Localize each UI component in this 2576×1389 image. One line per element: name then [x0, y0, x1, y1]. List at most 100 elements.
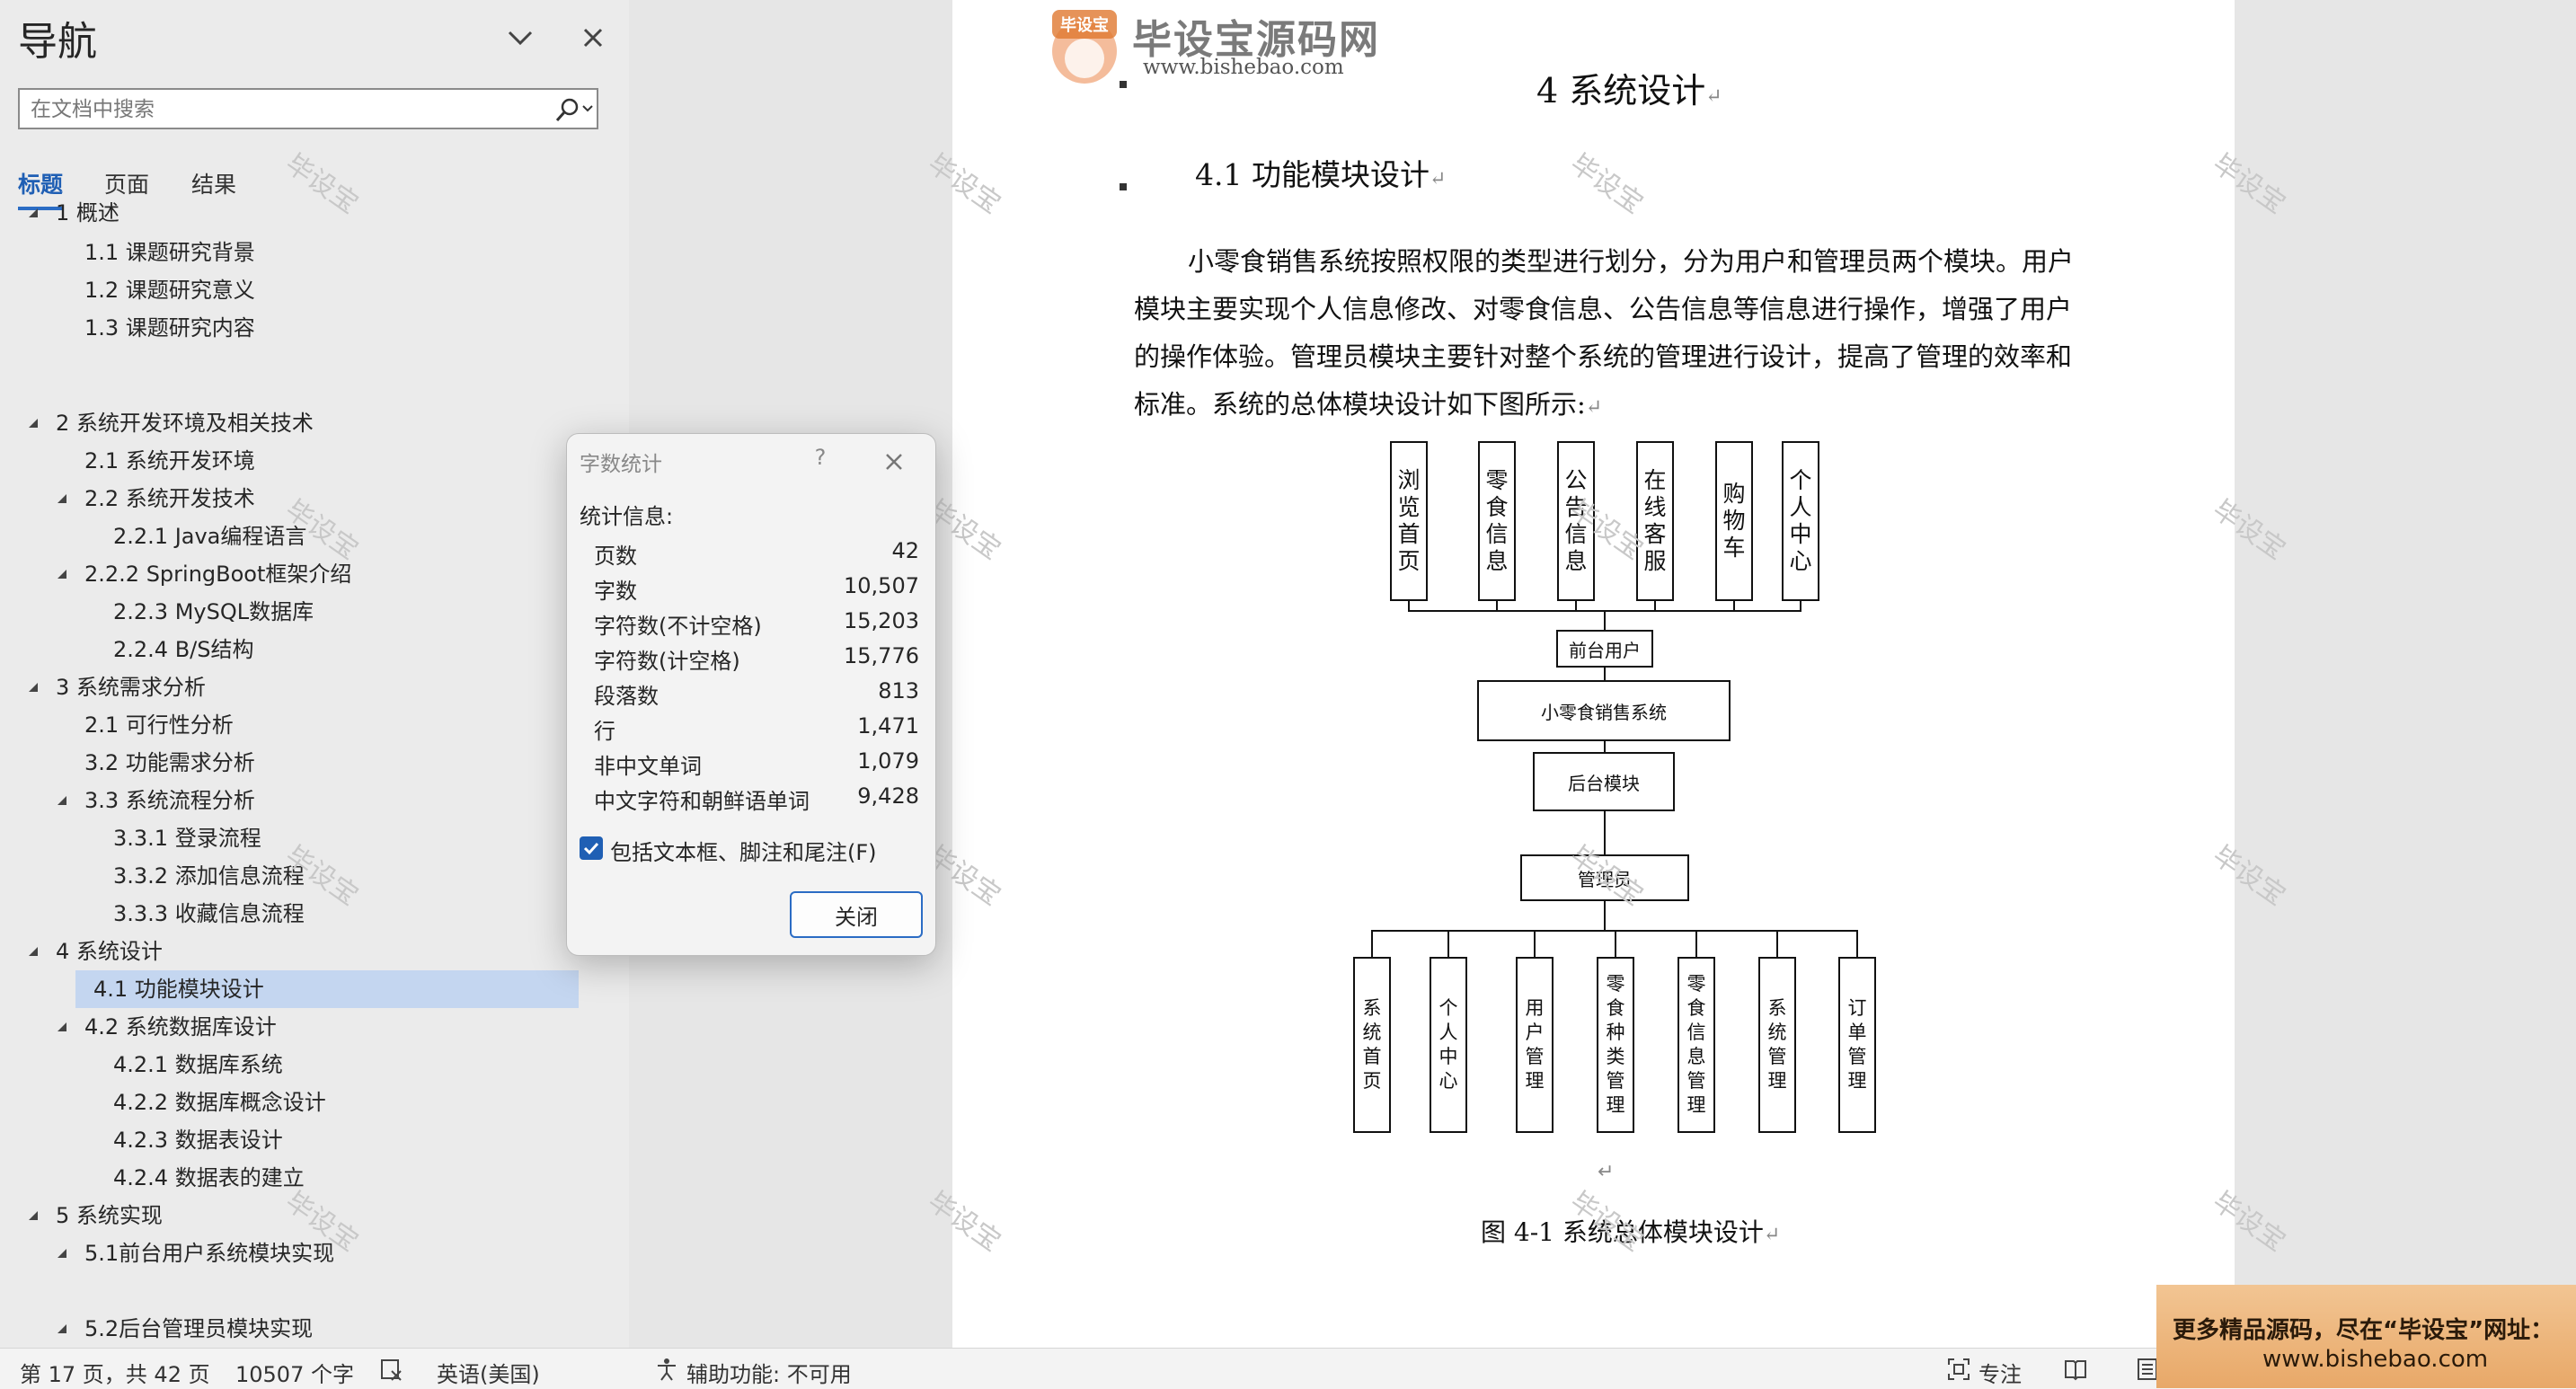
body-line-1: 小零食销售系统按照权限的类型进行划分，分为用户和管理员两个模块。用户	[1188, 246, 2075, 277]
expand-triangle-icon[interactable]	[56, 1021, 68, 1033]
read-mode-icon[interactable]	[2063, 1357, 2088, 1382]
tree-item[interactable]: 2.2.2 SpringBoot框架介绍	[0, 555, 593, 593]
module-label: 系统管理	[1767, 997, 1787, 1092]
connector-line	[1496, 601, 1498, 612]
expand-triangle-icon[interactable]	[27, 1209, 40, 1222]
tree-item-label: 2.1 系统开发环境	[84, 448, 255, 473]
tree-item[interactable]: 4.2.2 数据库概念设计	[0, 1084, 593, 1121]
chapter-title-text: 4 系统设计	[1536, 71, 1706, 111]
tree-item-label: 5.2后台管理员模块实现	[84, 1316, 314, 1341]
tree-item[interactable]: 4.2.4 数据表的建立	[0, 1159, 593, 1197]
tree-item[interactable]: 2.1 系统开发环境	[0, 442, 593, 480]
tree-item[interactable]: 2.2.3 MySQL数据库	[0, 593, 593, 631]
tree-item-label: 3.3.1 登录流程	[113, 826, 261, 851]
ad-banner[interactable]: 更多精品源码，尽在“毕设宝”网址： www.bishebao.com	[2156, 1285, 2576, 1388]
paragraph-mark: ↵	[1763, 1224, 1781, 1246]
search-box[interactable]	[18, 88, 598, 129]
page-count[interactable]: 第 17 页，共 42 页	[20, 1362, 210, 1387]
dialog-close-x-button[interactable]	[872, 443, 916, 481]
stat-value: 9,428	[857, 783, 919, 809]
tree-item-label: 3.3.2 添加信息流程	[113, 863, 305, 889]
stat-value: 1,079	[857, 748, 919, 774]
tree-item[interactable]: 5.2后台管理员模块实现	[0, 1310, 593, 1348]
tree-item[interactable]: 3.3.1 登录流程	[0, 819, 593, 857]
nav-close-button[interactable]	[571, 16, 615, 59]
focus-label[interactable]: 专注	[1978, 1362, 2022, 1387]
tree-item[interactable]: 4.2.3 数据表设计	[0, 1121, 593, 1159]
tree-item[interactable]: 3.3.3 收藏信息流程	[0, 895, 593, 933]
stat-label: 中文字符和朝鲜语单词	[594, 789, 810, 814]
tree-item[interactable]: 2 系统开发环境及相关技术	[0, 404, 593, 442]
connector-line	[1604, 811, 1606, 854]
tree-item[interactable]: 4.2 系统数据库设计	[0, 1008, 593, 1046]
tab-pages[interactable]: 页面	[104, 172, 150, 198]
accessibility-icon[interactable]	[654, 1357, 679, 1382]
tree-item-label: 2.2.2 SpringBoot框架介绍	[84, 562, 352, 587]
expand-triangle-icon[interactable]	[27, 207, 40, 219]
stat-label: 行	[594, 719, 615, 744]
stat-row: 字符数(不计空格)15,203	[594, 608, 919, 643]
tree-item[interactable]: 2.1 可行性分析	[0, 706, 593, 744]
accessibility-status[interactable]: 辅助功能: 不可用	[686, 1362, 852, 1387]
proofing-icon[interactable]	[379, 1357, 404, 1382]
tree-item[interactable]: 5.1前台用户系统模块实现	[0, 1234, 593, 1272]
help-button[interactable]: ?	[814, 445, 827, 470]
expand-triangle-icon[interactable]	[27, 945, 40, 958]
tree-item[interactable]: 3 系统需求分析	[0, 668, 593, 706]
focus-mode-icon[interactable]	[1946, 1357, 1971, 1382]
section-title-text: 4.1 功能模块设计	[1195, 157, 1430, 192]
tree-item[interactable]: 4.1 功能模块设计	[75, 970, 579, 1008]
connector-line	[1695, 930, 1697, 957]
tree-item[interactable]: 3.3.2 添加信息流程	[0, 857, 593, 895]
tree-item[interactable]: 4 系统设计	[0, 933, 593, 970]
tree-item[interactable]: 2.2.4 B/S结构	[0, 631, 593, 668]
word-count[interactable]: 10507 个字	[235, 1362, 354, 1387]
tree-item[interactable]: 2.2.1 Java编程语言	[0, 518, 593, 555]
tree-item[interactable]: 3.2 功能需求分析	[0, 744, 593, 782]
expand-triangle-icon[interactable]	[27, 417, 40, 429]
expand-triangle-icon[interactable]	[27, 681, 40, 694]
include-textboxes-checkbox[interactable]	[580, 836, 603, 860]
module-browse-home: 浏览首页	[1390, 441, 1428, 601]
brand-logo: 毕设宝	[1040, 4, 1471, 85]
tree-item[interactable]: 1 概述	[0, 194, 593, 232]
nav-options-button[interactable]	[499, 16, 542, 59]
tree-item[interactable]: 4.2.1 数据库系统	[0, 1046, 593, 1084]
nav-title: 导航	[18, 19, 97, 65]
tab-headings[interactable]: 标题	[18, 167, 64, 210]
brand-url: www.bishebao.com	[1143, 56, 1344, 79]
expand-triangle-icon[interactable]	[56, 492, 68, 505]
tree-item[interactable]: 1.3 课题研究内容	[0, 309, 593, 347]
include-textboxes-label[interactable]: 包括文本框、脚注和尾注(F)	[610, 840, 877, 865]
stat-row: 字符数(计空格)15,776	[594, 643, 919, 678]
connector-line	[1604, 741, 1606, 752]
module-label: 浏览首页	[1397, 467, 1421, 574]
stat-label: 页数	[594, 544, 637, 569]
stat-value: 10,507	[844, 573, 919, 598]
language[interactable]: 英语(美国)	[437, 1362, 540, 1387]
tree-item[interactable]: 1.2 课题研究意义	[0, 271, 593, 309]
tree-item[interactable]: 2.2 系统开发技术	[0, 480, 593, 518]
tree-item[interactable]: 5 系统实现	[0, 1197, 593, 1234]
close-button[interactable]: 关闭	[790, 891, 923, 938]
tree-item-label: 4.2 系统数据库设计	[84, 1014, 277, 1040]
tab-results[interactable]: 结果	[191, 172, 237, 198]
tree-item-label: 2.2.1 Java编程语言	[113, 524, 307, 549]
expand-triangle-icon[interactable]	[56, 1247, 68, 1260]
module-user-center: 个人中心	[1782, 441, 1819, 601]
search-input[interactable]	[29, 93, 536, 126]
tree-item-label: 5 系统实现	[56, 1203, 163, 1228]
ad-url[interactable]: www.bishebao.com	[2262, 1346, 2489, 1373]
expand-triangle-icon[interactable]	[56, 568, 68, 580]
module-label: 个人中心	[1789, 467, 1812, 574]
search-icon[interactable]	[552, 95, 595, 124]
module-notice-info: 公告信息	[1557, 441, 1595, 601]
expand-triangle-icon[interactable]	[56, 794, 68, 807]
expand-triangle-icon[interactable]	[56, 1323, 68, 1335]
brand-name: 毕设宝源码网	[1132, 17, 1380, 63]
tree-item[interactable]: 1.1 课题研究背景	[0, 234, 593, 271]
tree-item[interactable]: 3.3 系统流程分析	[0, 782, 593, 819]
module-snack-info-management: 零食信息管理	[1677, 957, 1715, 1133]
